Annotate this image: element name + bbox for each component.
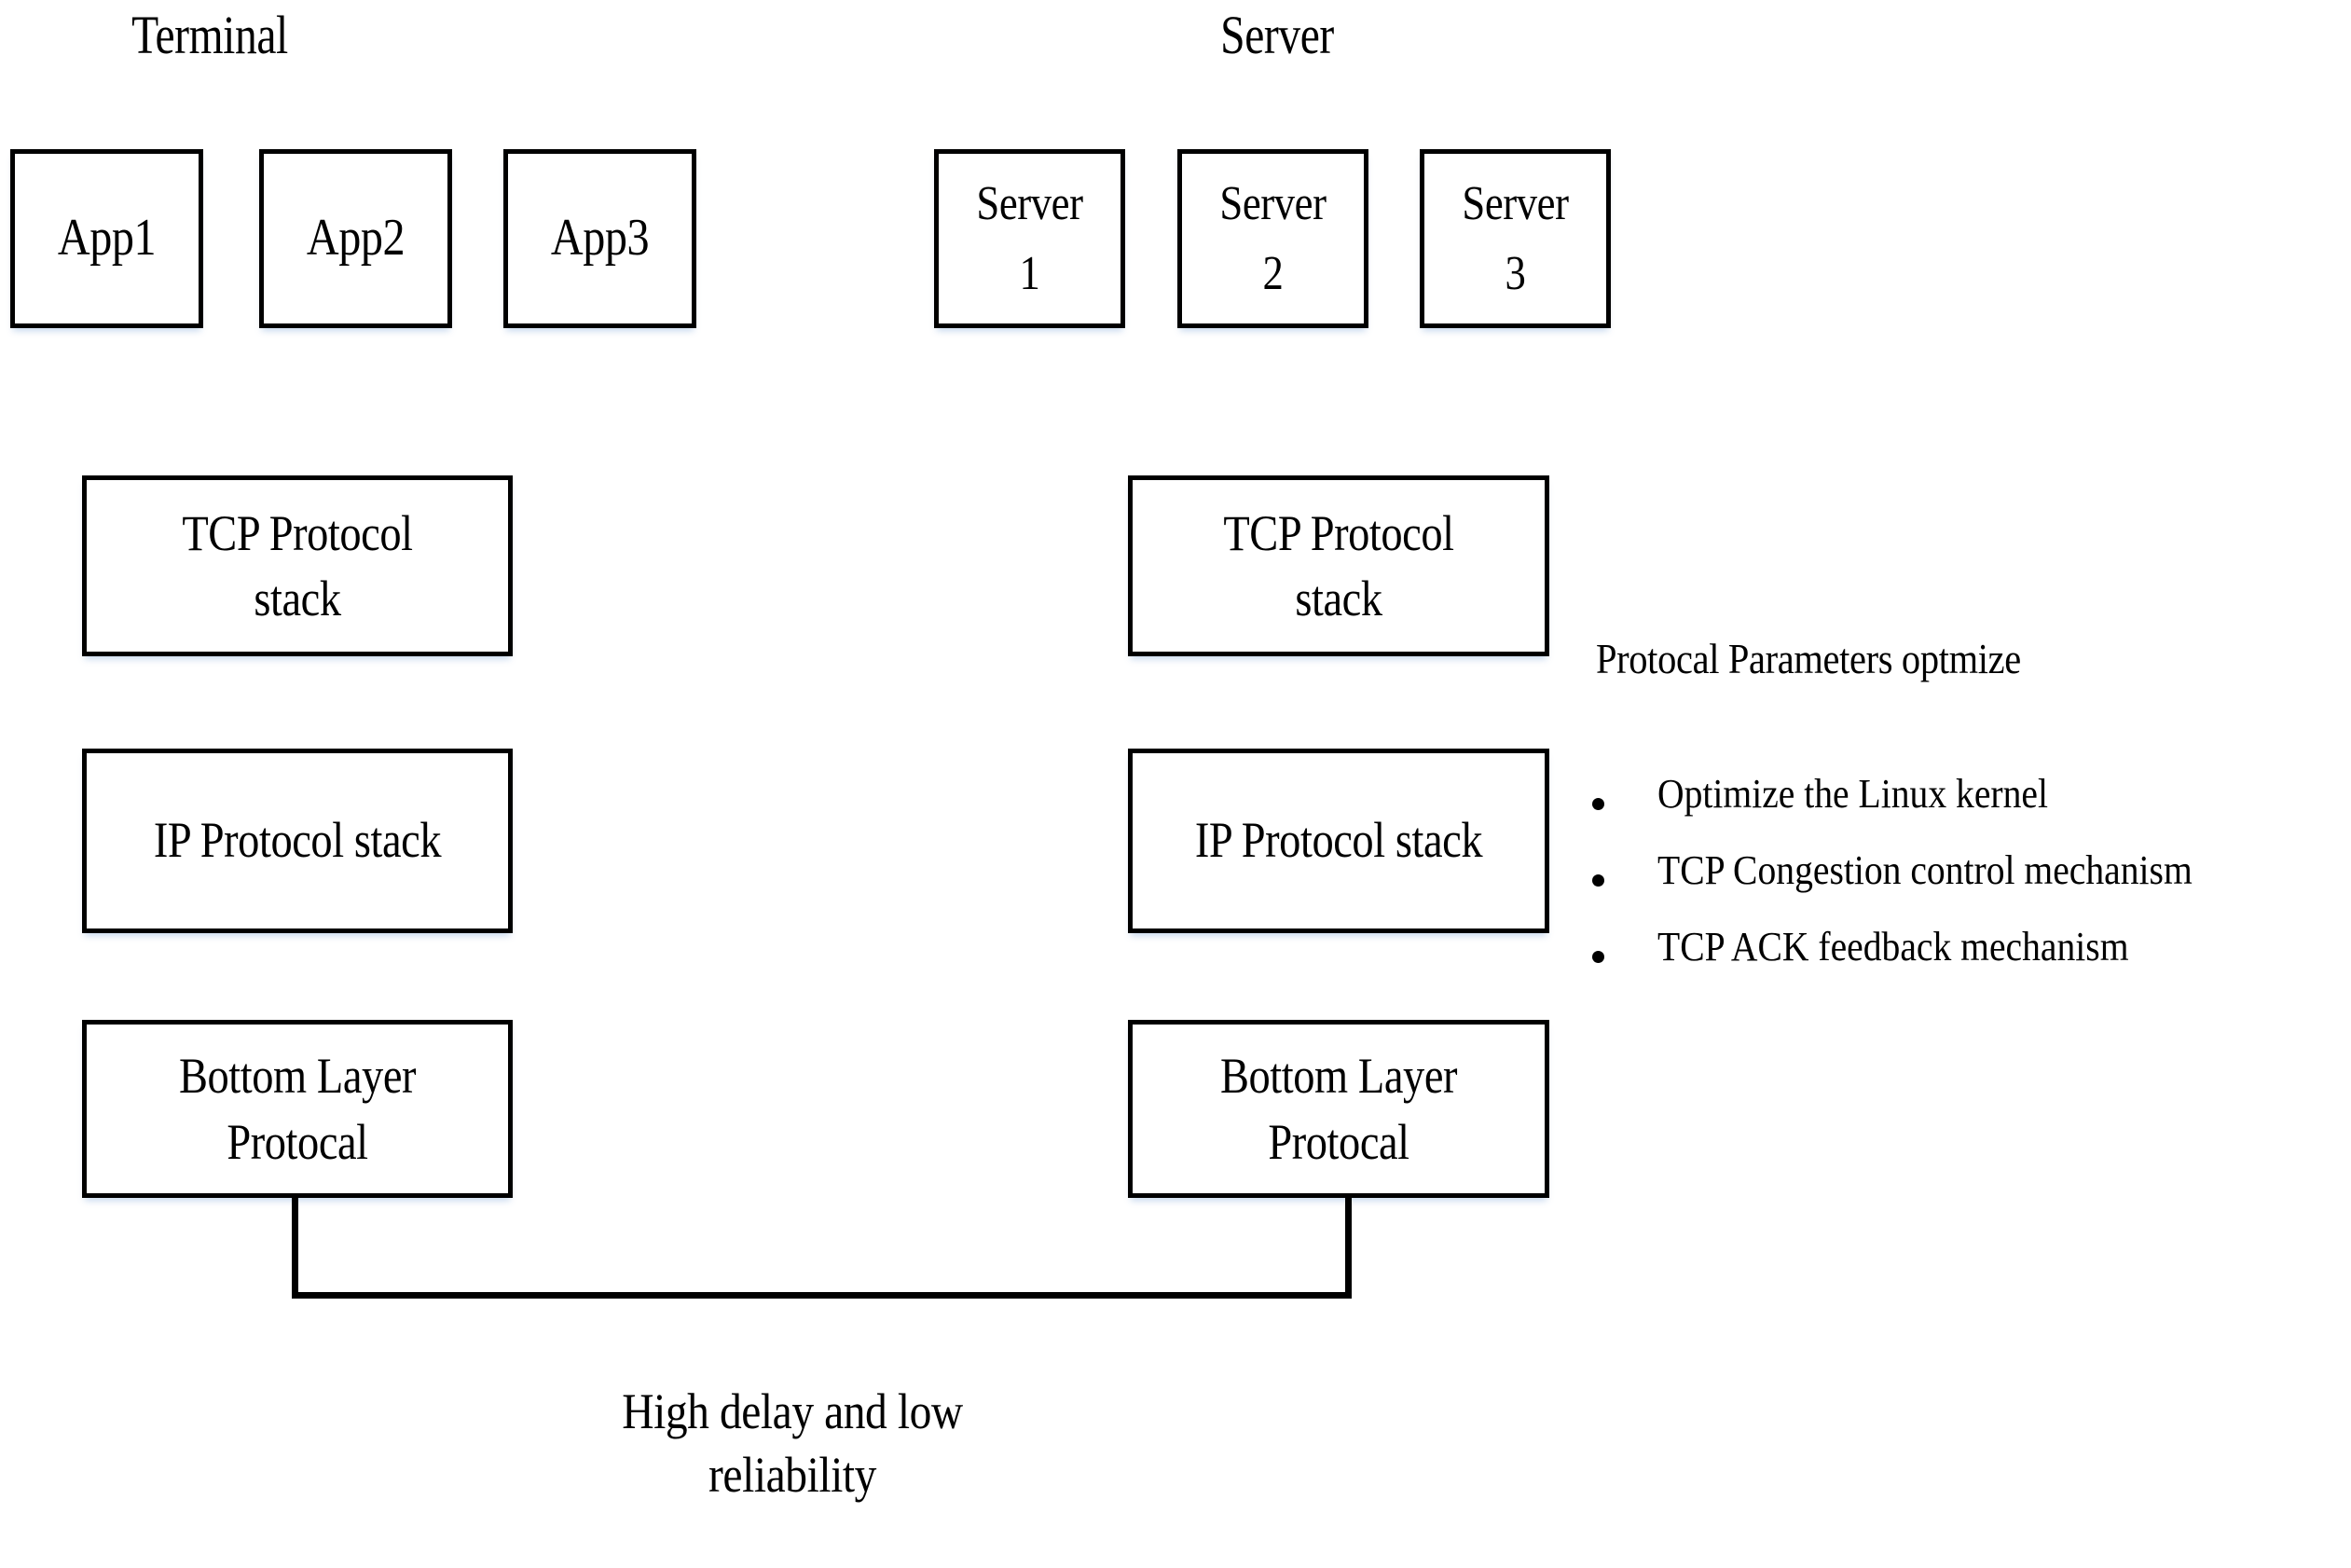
server-box-3-label: Server 3 bbox=[1437, 169, 1594, 309]
server-box-3-line1: Server bbox=[1462, 176, 1569, 230]
server-box-1[interactable]: Server 1 bbox=[934, 149, 1125, 328]
server-tcp-stack-line2: stack bbox=[1295, 571, 1382, 626]
terminal-tcp-stack-line1: TCP Protocol bbox=[182, 504, 413, 561]
bullet-dot-icon bbox=[1592, 951, 1604, 963]
annotation-bullet-text-1: Optimize the Linux kernel bbox=[1657, 771, 2048, 817]
server-bottom-layer-line1: Bottom Layer bbox=[1219, 1048, 1458, 1105]
annotation-bullet-list: Optimize the Linux kernel TCP Congestion… bbox=[1585, 774, 2340, 1003]
server-box-2-label: Server 2 bbox=[1195, 169, 1352, 309]
server-tcp-stack-line1: TCP Protocol bbox=[1223, 504, 1454, 561]
terminal-bottom-layer-line2: Protocal bbox=[227, 1113, 368, 1170]
server-box-3[interactable]: Server 3 bbox=[1420, 149, 1611, 328]
app-box-1-label: App1 bbox=[57, 209, 157, 268]
annotation-bullet-item-1: Optimize the Linux kernel bbox=[1585, 774, 2340, 850]
section-title-terminal: Terminal bbox=[131, 5, 288, 65]
link-caption-line1: High delay and low bbox=[622, 1383, 963, 1439]
connector-right-vertical bbox=[1345, 1198, 1352, 1299]
link-caption-line2: reliability bbox=[708, 1447, 876, 1504]
server-tcp-stack-box[interactable]: TCP Protocol stack bbox=[1128, 475, 1549, 656]
section-title-server: Server bbox=[1220, 5, 1334, 65]
annotation-bullet-item-3: TCP ACK feedback mechanism bbox=[1585, 927, 2340, 1003]
server-bottom-layer-box[interactable]: Bottom Layer Protocal bbox=[1128, 1020, 1549, 1198]
annotation-bullet-item-2: TCP Congestion control mechanism bbox=[1585, 850, 2340, 927]
server-ip-stack-label: IP Protocol stack bbox=[1194, 812, 1483, 869]
app-box-3[interactable]: App3 bbox=[503, 149, 696, 328]
terminal-tcp-stack-line2: stack bbox=[254, 571, 341, 626]
connector-left-vertical bbox=[292, 1198, 298, 1299]
app-box-2[interactable]: App2 bbox=[259, 149, 452, 328]
server-box-3-line2: 3 bbox=[1505, 247, 1526, 300]
terminal-bottom-layer-box[interactable]: Bottom Layer Protocal bbox=[82, 1020, 513, 1198]
server-ip-stack-box[interactable]: IP Protocol stack bbox=[1128, 749, 1549, 933]
terminal-tcp-stack-box[interactable]: TCP Protocol stack bbox=[82, 475, 513, 656]
terminal-bottom-layer-line1: Bottom Layer bbox=[178, 1048, 417, 1105]
app-box-1[interactable]: App1 bbox=[10, 149, 203, 328]
terminal-bottom-layer-label: Bottom Layer Protocal bbox=[117, 1043, 479, 1174]
server-box-2-line1: Server bbox=[1219, 176, 1327, 230]
app-box-3-label: App3 bbox=[550, 209, 650, 268]
app-box-2-label: App2 bbox=[306, 209, 406, 268]
annotation-title: Protocal Parameters optmize bbox=[1596, 635, 2021, 682]
server-box-1-line2: 1 bbox=[1019, 247, 1040, 300]
server-box-2[interactable]: Server 2 bbox=[1177, 149, 1368, 328]
server-tcp-stack-label: TCP Protocol stack bbox=[1162, 501, 1516, 631]
server-box-1-line1: Server bbox=[976, 176, 1083, 230]
bullet-dot-icon bbox=[1592, 798, 1604, 810]
link-caption: High delay and low reliability bbox=[466, 1380, 1119, 1506]
server-bottom-layer-line2: Protocal bbox=[1268, 1113, 1409, 1170]
server-bottom-layer-label: Bottom Layer Protocal bbox=[1162, 1043, 1516, 1174]
connector-horizontal bbox=[292, 1292, 1352, 1299]
server-box-1-label: Server 1 bbox=[952, 169, 1108, 309]
terminal-ip-stack-box[interactable]: IP Protocol stack bbox=[82, 749, 513, 933]
server-box-2-line2: 2 bbox=[1262, 247, 1284, 300]
terminal-ip-stack-label: IP Protocol stack bbox=[153, 812, 442, 869]
annotation-bullet-text-3: TCP ACK feedback mechanism bbox=[1657, 924, 2129, 970]
bullet-dot-icon bbox=[1592, 874, 1604, 887]
terminal-tcp-stack-label: TCP Protocol stack bbox=[117, 501, 479, 631]
annotation-bullet-text-2: TCP Congestion control mechanism bbox=[1657, 847, 2193, 893]
